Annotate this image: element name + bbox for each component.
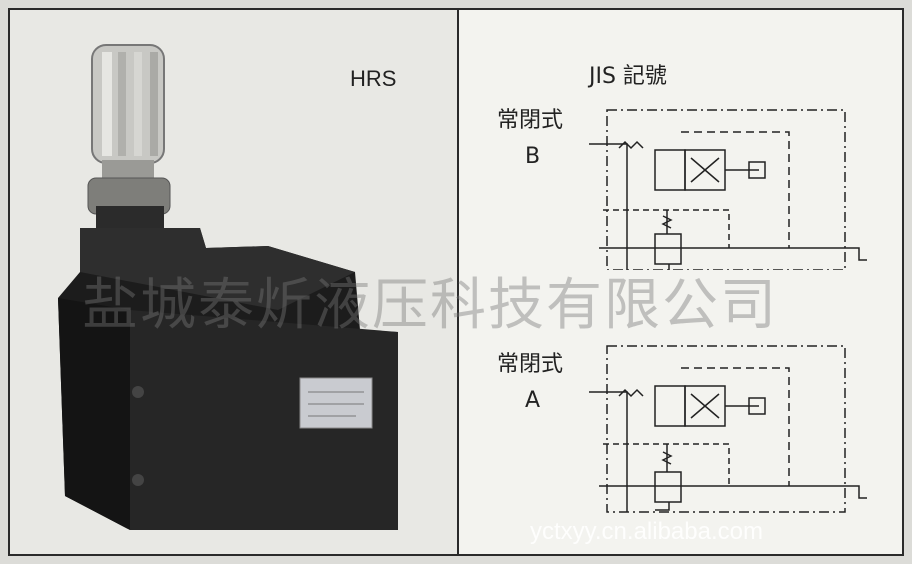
jis-symbol-title: JIS 記號 (589, 64, 667, 89)
diagram-b-mode: 常閉式 (497, 108, 564, 133)
product-photo-panel: HRS (10, 10, 457, 554)
product-frame: HRS JIS 記號 常閉式 B (8, 8, 904, 556)
diagram-a-type: A (525, 388, 541, 413)
panel-divider (457, 10, 459, 554)
site-watermark: yctxyy.cn.alibaba.com (530, 518, 763, 545)
hydraulic-symbol-b (589, 109, 867, 270)
model-label: HRS (350, 66, 397, 91)
valve-photo (58, 44, 398, 530)
diagram-a-mode: 常閉式 (497, 352, 564, 377)
diagram-b-type: B (525, 144, 541, 169)
jis-symbol-panel: JIS 記號 常閉式 B 常閉式 (459, 10, 902, 554)
hydraulic-symbol-a (589, 345, 867, 513)
company-watermark: 盐城泰炘液压科技有限公司 (82, 273, 778, 338)
